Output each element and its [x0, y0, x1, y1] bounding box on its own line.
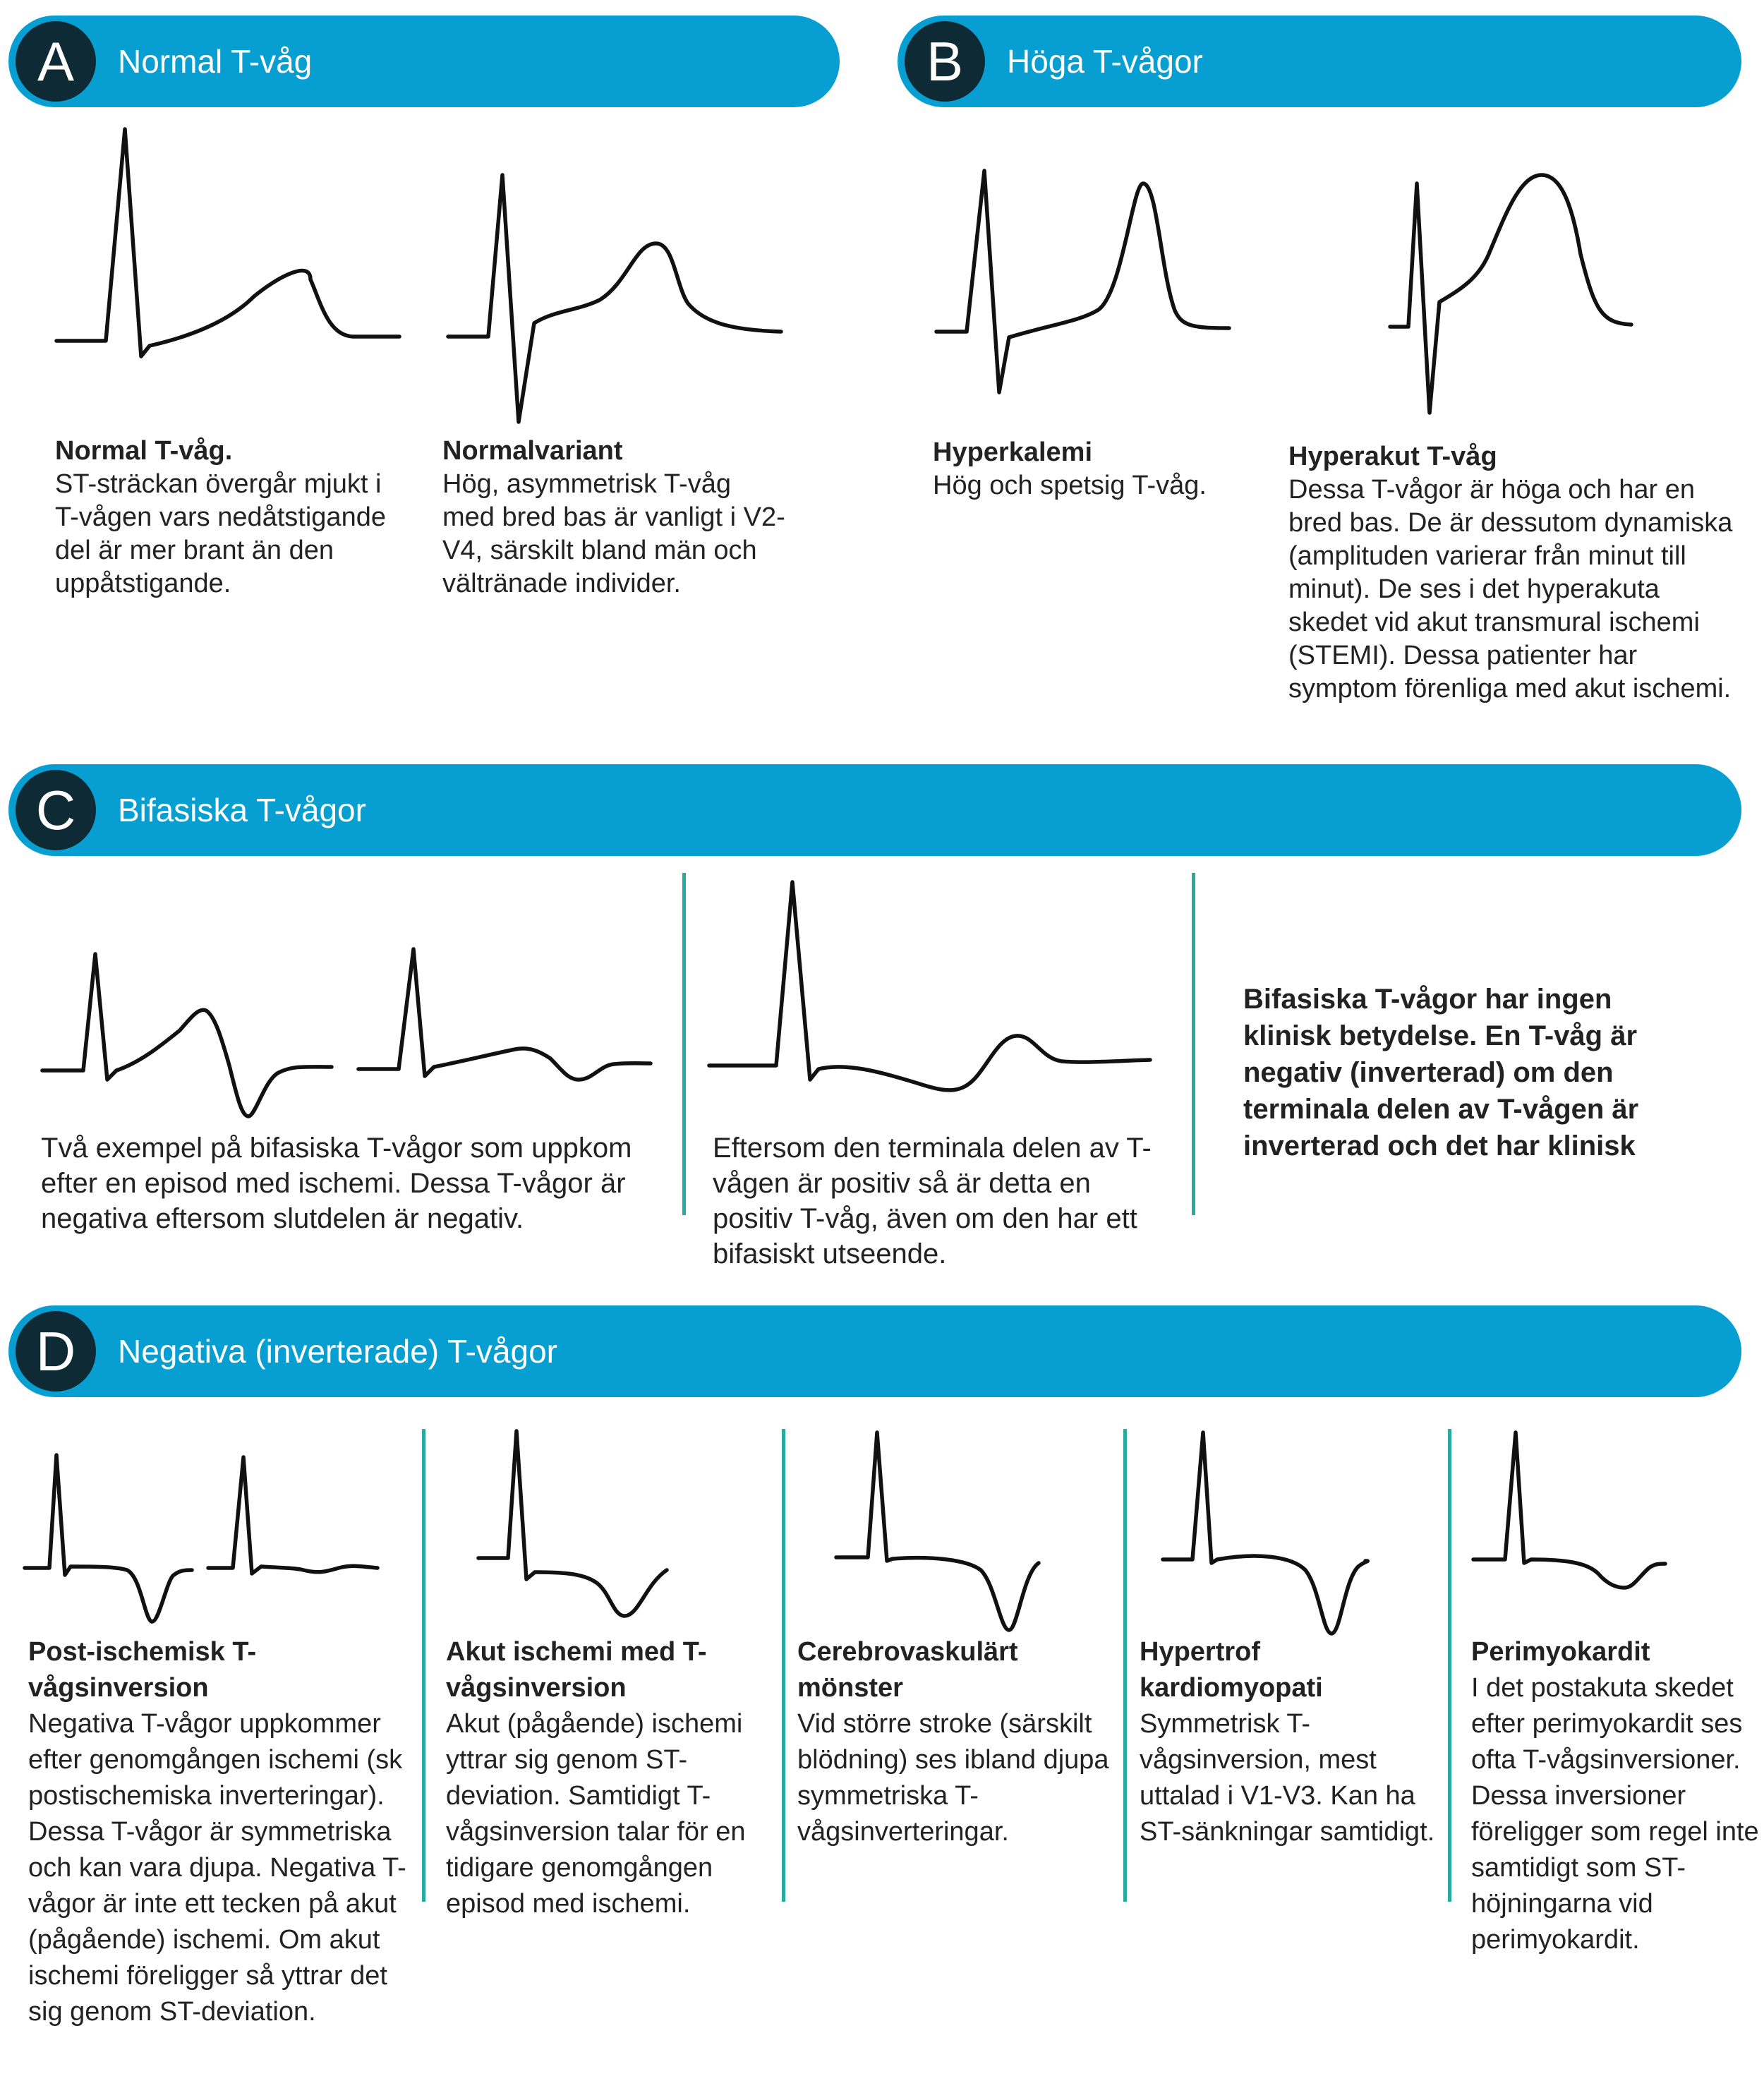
bifasisk-negative-text: Två exempel på bifasiska T-vågor som upp…	[41, 1133, 632, 1234]
ecg-trace-cerebrovaskulart	[834, 1430, 1041, 1632]
normalvariant-heading: Normalvariant	[442, 436, 623, 466]
section-b-badge: B	[905, 21, 985, 102]
cerebrovaskulart-text: Cerebrovaskulärt mönster Vid större stro…	[797, 1634, 1122, 1850]
perimyokardit-heading: Perimyokardit	[1471, 1637, 1650, 1667]
hyperkalemi-body: Hög och spetsig T-våg.	[933, 471, 1207, 500]
section-d-divider-2	[782, 1429, 785, 1902]
normalvariant-text: Normalvariant Hög, asymmetrisk T-våg med…	[442, 435, 788, 601]
cerebrovaskulart-heading: Cerebrovaskulärt mönster	[797, 1637, 1018, 1703]
post-ischemisk-heading: Post-ischemisk T-vågsinversion	[28, 1637, 257, 1703]
cerebrovaskulart-body: Vid större stroke (särskilt blödning) se…	[797, 1709, 1109, 1847]
bifasisk-note-text: Bifasiska T-vågor har ingen klinisk bety…	[1243, 984, 1639, 1161]
section-c-banner: C Bifasiska T-vågor	[8, 764, 1741, 856]
ecg-trace-bifasisk-1	[40, 952, 334, 1118]
ecg-trace-akut-ischemi	[476, 1429, 669, 1618]
section-d-divider-3	[1123, 1429, 1127, 1902]
section-a-title: Normal T-våg	[118, 43, 313, 80]
perimyokardit-body: I det postakuta skedet efter perimyokard…	[1471, 1673, 1759, 1955]
hypertrof-text: Hypertrof kardiomyopati Symmetrisk T-våg…	[1140, 1634, 1436, 1850]
section-d-title: Negativa (inverterade) T-vågor	[118, 1333, 557, 1370]
ecg-trace-bifasisk-positiv	[707, 880, 1152, 1092]
section-b-title: Höga T-vågor	[1007, 43, 1203, 80]
hypertrof-heading: Hypertrof kardiomyopati	[1140, 1637, 1323, 1703]
section-d-divider-1	[422, 1429, 425, 1902]
post-ischemisk-body: Negativa T-vågor uppkommer efter genomgå…	[28, 1709, 406, 2027]
ecg-trace-hypertrof	[1161, 1430, 1370, 1636]
section-d-badge: D	[16, 1311, 96, 1392]
normalvariant-body: Hög, asymmetrisk T-våg med bred bas är v…	[442, 469, 785, 598]
ecg-trace-hyperakut	[1388, 173, 1633, 415]
akut-ischemi-body: Akut (pågående) ischemi yttrar sig genom…	[446, 1709, 746, 1919]
ecg-trace-post-ischemisk-1	[23, 1453, 194, 1624]
hyperakut-text: Hyperakut T-våg Dessa T-vågor är höga oc…	[1288, 440, 1740, 706]
section-c-badge: C	[16, 770, 96, 850]
akut-ischemi-heading: Akut ischemi med T-vågsinversion	[446, 1637, 707, 1703]
hyperkalemi-text: Hyperkalemi Hög och spetsig T-våg.	[933, 436, 1257, 502]
ecg-trace-normalvariant	[446, 173, 783, 424]
section-a-badge: A	[16, 21, 96, 102]
ecg-trace-normal	[54, 127, 401, 358]
hyperakut-body: Dessa T-vågor är höga och har en bred ba…	[1288, 475, 1733, 704]
normal-t-wave-heading: Normal T-våg.	[55, 436, 233, 466]
hyperkalemi-heading: Hyperkalemi	[933, 437, 1093, 467]
post-ischemisk-text: Post-ischemisk T-vågsinversion Negativa …	[28, 1634, 413, 2030]
hyperakut-heading: Hyperakut T-våg	[1288, 442, 1497, 471]
section-b-banner: B Höga T-vågor	[898, 16, 1741, 107]
ecg-trace-hyperkalemi	[934, 169, 1231, 394]
section-a-banner: A Normal T-våg	[8, 16, 840, 107]
normal-t-wave-text: Normal T-våg. ST-sträckan övergår mjukt …	[55, 435, 404, 601]
bifasisk-positive-text: Eftersom den terminala delen av T-vågen …	[713, 1133, 1152, 1269]
section-d-divider-4	[1448, 1429, 1451, 1902]
perimyokardit-text: Perimyokardit I det postakuta skedet eft…	[1471, 1634, 1760, 1958]
section-d-banner: D Negativa (inverterade) T-vågor	[8, 1305, 1741, 1397]
ecg-trace-bifasisk-2	[356, 947, 653, 1082]
akut-ischemi-text: Akut ischemi med T-vågsinversion Akut (p…	[446, 1634, 771, 1922]
hypertrof-body: Symmetrisk T-vågsinversion, mest uttalad…	[1140, 1709, 1435, 1847]
section-c-divider-2	[1192, 873, 1195, 1215]
ecg-trace-perimyokardit	[1471, 1430, 1667, 1590]
section-c-title: Bifasiska T-vågor	[118, 792, 366, 828]
section-c-divider-1	[682, 873, 686, 1215]
normal-t-wave-body: ST-sträckan övergår mjukt i T-vågen vars…	[55, 469, 386, 598]
ecg-trace-post-ischemisk-2	[206, 1455, 380, 1576]
